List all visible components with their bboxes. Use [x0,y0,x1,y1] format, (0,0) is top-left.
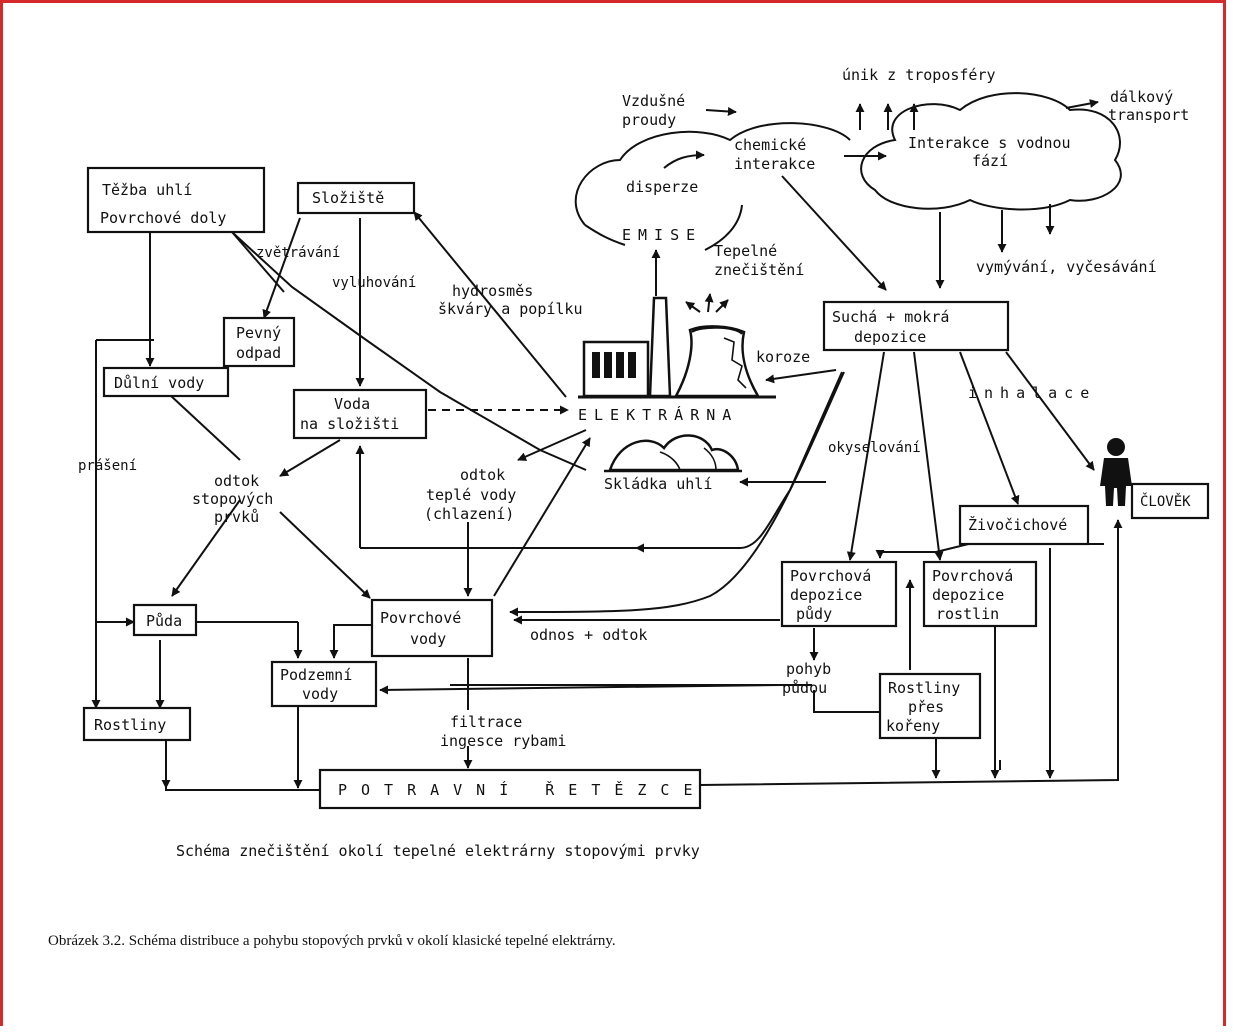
label-elektrarna: ELEKTRÁRNA [578,405,738,424]
label-teple-vody: teplé vody [426,486,516,504]
label-vymyvani: vymývání, vyčesávání [976,258,1157,276]
box-clovek: ČLOVĚK [1130,482,1210,520]
label-zvetravani: zvětrávání [256,245,340,261]
label-proudy: proudy [622,111,676,129]
svg-text:depozice: depozice [790,586,862,604]
label-unik-z-troposfery: únik z troposféry [842,66,996,84]
svg-text:POTRAVNÍ ŘETĚZCE: POTRAVNÍ ŘETĚZCE [338,780,707,799]
label-dalkovy: dálkový [1110,88,1173,106]
power-plant-icon [578,296,776,399]
label-vyluhovani: vyluhování [332,275,416,291]
label-odtok-1: odtok [214,472,259,490]
svg-text:kořeny: kořeny [886,717,940,735]
svg-text:odpad: odpad [236,344,281,362]
label-odtok-2: odtok [460,466,505,484]
label-skladka-uhli: Skládka uhlí [604,475,712,493]
label-skvary: škváry a popílku [438,300,583,318]
label-disperze: disperze [626,178,698,196]
svg-text:půdy: půdy [796,605,832,623]
label-vzdusne: Vzdušné [622,92,685,110]
svg-text:Povrchové doly: Povrchové doly [100,209,226,227]
svg-text:Voda: Voda [334,395,370,413]
svg-text:Půda: Půda [146,612,182,630]
svg-text:Pevný: Pevný [236,324,281,342]
label-inhalace: inhalace [968,384,1096,402]
box-sloziste: Složiště [296,181,416,215]
svg-text:depozice: depozice [854,328,926,346]
box-dulni-vody: Důlní vody [102,366,230,398]
box-voda-na-slozisti: Voda na složišti [292,388,428,440]
svg-text:Rostliny: Rostliny [888,679,960,697]
plume-right-curl [704,204,743,251]
coal-heap-icon [604,434,742,473]
box-puda: Půda [132,603,198,637]
label-chemicke: chemické [734,136,806,154]
svg-text:Důlní vody: Důlní vody [114,374,204,392]
svg-text:Živočichové: Živočichové [968,515,1067,534]
box-pevny-odpad: Pevný odpad [222,316,296,368]
label-znecisteni: znečištění [714,261,804,279]
label-pohyb: pohyb [786,660,831,678]
diagram-subcaption: Schéma znečištění okolí tepelné elektrár… [176,842,700,860]
label-pudou: půdou [782,679,827,697]
label-filtrace: filtrace [450,713,522,731]
box-rostliny: Rostliny [82,706,192,742]
svg-text:přes: přes [908,698,944,716]
label-ingesce: ingesce rybami [440,732,566,750]
box-zivocichove: Živočichové [958,504,1090,546]
label-interakce-s-vodnou: Interakce s vodnou [908,134,1071,152]
svg-text:depozice: depozice [932,586,1004,604]
label-transport: transport [1108,106,1189,124]
box-potravni-retezce: POTRAVNÍ ŘETĚZCE [318,768,707,810]
figure-caption: Obrázek 3.2. Schéma distribuce a pohybu … [48,933,616,949]
label-emise: EMISE [622,226,702,244]
svg-text:na složišti: na složišti [300,415,399,433]
label-fazi: fází [972,152,1008,170]
svg-text:Povrchová: Povrchová [790,567,871,585]
svg-text:Povrchové: Povrchové [380,609,461,627]
weather-cloud [860,92,1122,211]
plume-cloud [574,122,851,226]
box-tezba-uhli: Těžba uhlí Povrchové doly [86,166,266,234]
label-tepelne: Tepelné [714,242,777,260]
svg-text:rostlin: rostlin [936,605,999,623]
svg-text:Těžba uhlí: Těžba uhlí [102,181,192,199]
svg-text:Suchá + mokrá: Suchá + mokrá [832,308,949,326]
svg-text:vody: vody [410,630,446,648]
label-prvku: prvků [214,508,259,526]
label-chlazeni: (chlazení) [424,505,514,523]
svg-text:ČLOVĚK: ČLOVĚK [1140,492,1191,510]
box-podzemni-vody: Podzemní vody [270,660,378,708]
box-povrchova-depozice-rostlin: Povrchová depozice rostlin [922,560,1038,628]
label-odnos-odtok: odnos + odtok [530,626,647,644]
box-povrchove-vody: Povrchové vody [370,598,494,658]
svg-text:Rostliny: Rostliny [94,716,166,734]
label-hydrosmes: hydrosměs [452,282,533,300]
box-rostliny-pres-koreny: Rostliny přes kořeny [878,672,982,740]
box-povrchova-depozice-pudy: Povrchová depozice půdy [780,560,898,628]
label-koroze: koroze [756,348,810,366]
svg-text:vody: vody [302,685,338,703]
box-sucha-mokra-depozice: Suchá + mokrá depozice [822,300,1010,352]
label-interakce: interakce [734,155,815,173]
plume-left-stem [584,224,626,246]
label-okyselovani: okyselování [828,440,921,456]
arrows [91,99,1123,789]
human-figure-icon [1100,438,1132,506]
label-stopovych: stopových [192,490,273,508]
svg-text:Povrchová: Povrchová [932,567,1013,585]
connectors [95,231,1119,791]
svg-text:Podzemní: Podzemní [280,666,352,684]
label-praseni: prášení [78,458,137,474]
svg-text:Složiště: Složiště [312,189,384,207]
